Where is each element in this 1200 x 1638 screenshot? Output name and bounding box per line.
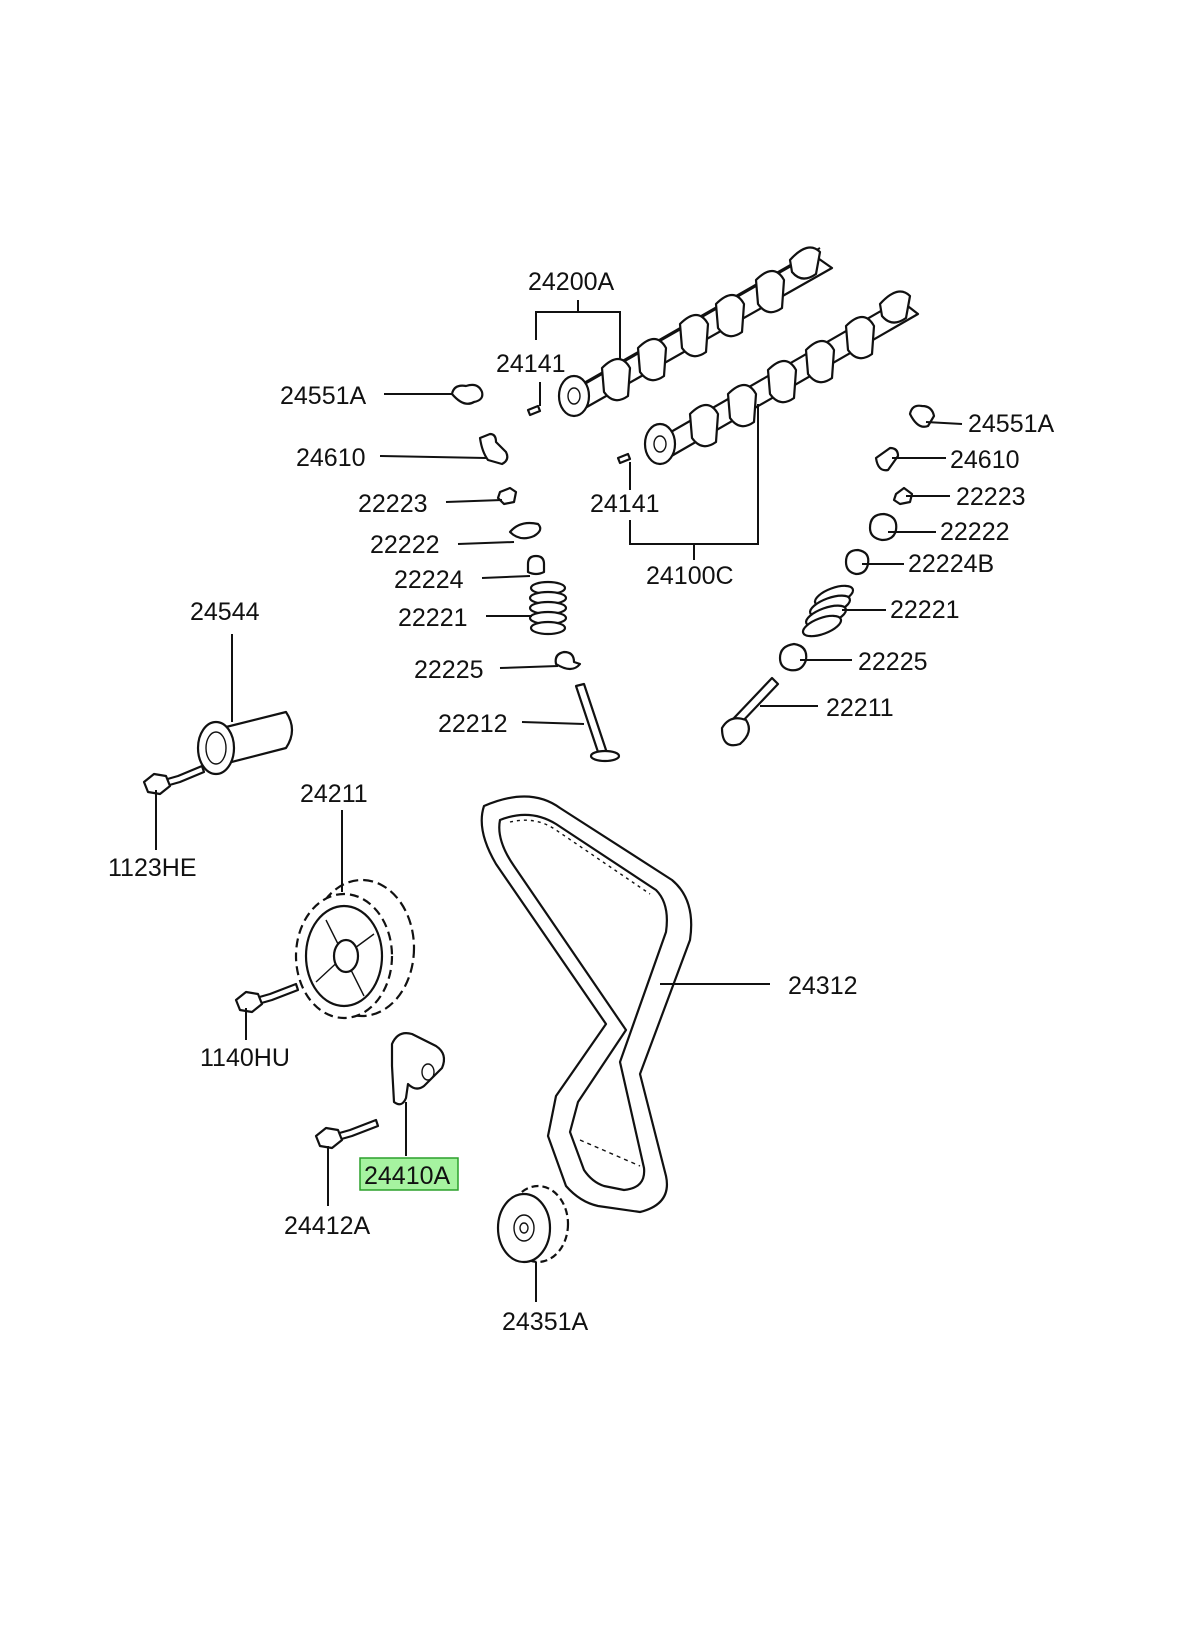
part-22221-left-spring[interactable] [528,580,568,636]
label-22211[interactable]: 22211 [826,694,894,722]
label-22221-left[interactable]: 22221 [398,604,468,632]
label-22212[interactable]: 22212 [438,710,508,738]
part-22222-left[interactable] [508,521,542,540]
leader-lines [155,300,963,1302]
label-22223-right[interactable]: 22223 [956,483,1026,511]
part-24351A-sprocket[interactable] [496,1184,570,1264]
label-24141-lower[interactable]: 24141 [590,490,660,518]
label-22223-left[interactable]: 22223 [358,490,428,518]
label-1123HE[interactable]: 1123HE [108,854,197,882]
part-22223-right[interactable] [892,486,914,506]
bolt-1123HE[interactable] [142,764,206,796]
label-22221-right[interactable]: 22221 [890,596,960,624]
label-22224[interactable]: 22224 [394,566,464,594]
part-22223-left[interactable] [496,486,518,506]
label-24551A-left[interactable]: 24551A [280,382,367,410]
bolt-1140HU[interactable] [234,982,300,1014]
label-22222-left[interactable]: 22222 [370,531,440,559]
part-22212-valve[interactable] [574,682,621,763]
label-24544[interactable]: 24544 [190,598,260,626]
label-24312[interactable]: 24312 [788,972,858,1000]
part-24610-right[interactable] [874,446,900,472]
part-24312-belt[interactable] [480,795,693,1214]
part-22225-right[interactable] [778,642,808,672]
pin-24141-upper[interactable] [526,404,542,417]
part-22221-right-spring[interactable] [800,582,855,641]
label-22222-right[interactable]: 22222 [940,518,1010,546]
label-24610-right[interactable]: 24610 [950,446,1020,474]
part-22225-left[interactable] [554,650,582,671]
label-24410A[interactable]: 24410A [364,1162,451,1190]
bolt-24412A[interactable] [314,1118,380,1150]
pin-24141-lower[interactable] [616,452,632,465]
part-24211-sprocket[interactable] [294,878,416,1020]
part-22222-right[interactable] [868,512,898,542]
label-24551A-right[interactable]: 24551A [968,410,1055,438]
label-24351A[interactable]: 24351A [502,1308,589,1336]
part-24544[interactable] [196,710,294,776]
label-24610-left[interactable]: 24610 [296,444,366,472]
label-24100C[interactable]: 24100C [646,562,734,590]
part-24610-left[interactable] [478,432,509,466]
label-24412A[interactable]: 24412A [284,1212,371,1240]
label-22224B[interactable]: 22224B [908,550,994,578]
camshaft-24200A[interactable] [557,246,834,418]
part-24551A-left[interactable] [450,383,484,405]
label-22225-left[interactable]: 22225 [414,656,484,684]
part-22224B[interactable] [844,548,870,576]
part-labels: 24200A 24141 24551A 24610 22223 22222 22… [108,268,1055,1336]
label-1140HU[interactable]: 1140HU [200,1044,290,1072]
highlight-24410A [359,1157,459,1191]
camshaft-24100C[interactable] [643,290,920,466]
part-22211-valve[interactable] [720,676,780,747]
label-22225-right[interactable]: 22225 [858,648,928,676]
label-24141-upper[interactable]: 24141 [496,350,566,378]
part-22224-left[interactable] [526,554,546,576]
label-24200A[interactable]: 24200A [528,268,615,296]
part-24551A-right[interactable] [908,404,936,428]
label-24211[interactable]: 24211 [300,780,368,808]
part-24410A[interactable] [390,1032,446,1106]
